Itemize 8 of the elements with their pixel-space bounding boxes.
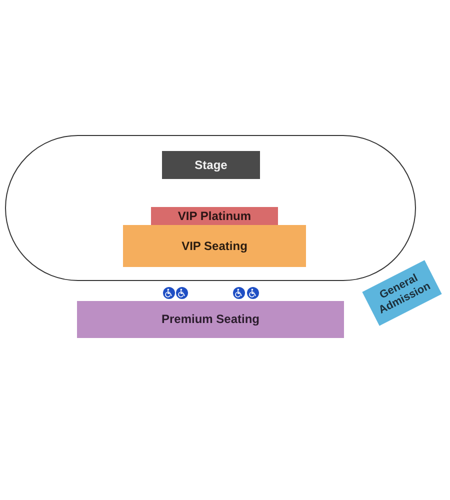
section-label: VIP Platinum bbox=[178, 210, 252, 222]
stage-block bbox=[162, 151, 260, 179]
seating-section bbox=[77, 301, 344, 338]
section-label: Stage bbox=[194, 158, 228, 172]
seating-section bbox=[123, 225, 306, 267]
seating-section bbox=[151, 207, 278, 225]
section-label: VIP Seating bbox=[182, 240, 248, 252]
section-label: Premium Seating bbox=[161, 313, 260, 326]
